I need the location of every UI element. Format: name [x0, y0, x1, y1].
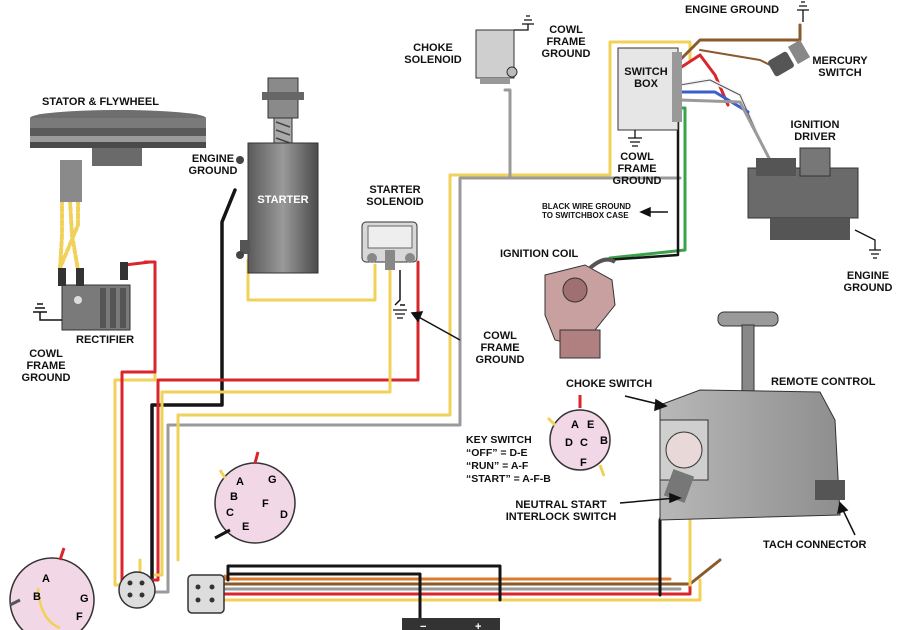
- wire-yellow-starter-solenoid: [246, 258, 377, 302]
- choke-solenoid: [475, 15, 534, 84]
- cowl-frame-ground-switchbox-line-3: GROUND: [612, 175, 662, 187]
- switch-box: [617, 47, 682, 147]
- switch-box-line-2: BOX: [634, 78, 658, 90]
- callout-arrows: [410, 206, 856, 536]
- harness-plugs: [118, 571, 225, 614]
- wire-tan-choke: [176, 40, 692, 562]
- ignition-coil: [544, 257, 617, 359]
- stator-flywheel-label: STATOR & FLYWHEEL: [42, 96, 159, 108]
- engine-ground-starter-line-1: ENGINE: [191, 153, 235, 165]
- engine-ground-starter-line-2: GROUND: [188, 165, 238, 177]
- terminal-b: B: [33, 591, 41, 603]
- ignition-coil-label: IGNITION COIL: [500, 248, 579, 260]
- starter-solenoid: [361, 221, 418, 319]
- remote-control: [659, 311, 845, 521]
- cowl-frame-ground-solenoid-line-3: GROUND: [475, 354, 525, 366]
- engine-ground-top-label: ENGINE GROUND: [684, 4, 780, 16]
- terminal-d: D: [280, 509, 288, 521]
- terminal-a: A: [236, 476, 244, 488]
- choke-solenoid-line-1: CHOKE: [413, 42, 453, 54]
- terminal-e: E: [587, 419, 594, 431]
- engine-ground-starter-label: ENGINE GROUND: [185, 153, 241, 177]
- starter-solenoid-label: STARTER SOLENOID: [360, 184, 430, 208]
- stator-flywheel: [30, 110, 206, 202]
- black-wire-note-line-2: TO SWITCHBOX CASE: [542, 211, 629, 220]
- cowl-frame-ground-solenoid-label: COWL FRAME GROUND: [470, 330, 530, 366]
- terminal-a: A: [571, 419, 579, 431]
- starter-solenoid-line-1: STARTER: [369, 184, 421, 196]
- black-wire-note-line-1: BLACK WIRE GROUND: [542, 202, 631, 211]
- engine-ground-right-label: ENGINE GROUND: [830, 270, 905, 294]
- mercury-switch-line-1: MERCURY: [812, 55, 868, 67]
- tach-connector-label: TACH CONNECTOR: [763, 539, 867, 551]
- starter-solenoid-line-2: SOLENOID: [366, 196, 424, 208]
- wire-gray-left: [138, 176, 682, 594]
- terminal-d: D: [565, 437, 573, 449]
- battery: − +: [402, 618, 500, 630]
- neutral-start-line-1: NEUTRAL START: [515, 499, 607, 511]
- cowl-frame-ground-top-label: COWL FRAME GROUND: [536, 24, 596, 60]
- neutral-start-line-2: INTERLOCK SWITCH: [505, 511, 617, 523]
- bottom-harness-bundle: [138, 558, 722, 622]
- key-switch-center: A G B F C E D: [214, 451, 296, 544]
- cowl-frame-ground-solenoid-line-1: COWL: [483, 330, 517, 342]
- terminal-a: A: [42, 573, 50, 585]
- key-switch-run: “RUN” = A-F: [466, 460, 529, 472]
- terminal-f: F: [76, 611, 83, 623]
- cowl-frame-ground-switchbox-line-2: FRAME: [617, 163, 657, 175]
- ignition-driver-line-2: DRIVER: [794, 131, 836, 143]
- mercury-switch: [768, 1, 811, 77]
- choke-solenoid-line-2: SOLENOID: [404, 54, 462, 66]
- engine-ground-right-line-2: GROUND: [843, 282, 893, 294]
- switch-box-line-1: SWITCH: [624, 66, 668, 78]
- black-wire-note: BLACK WIRE GROUND TO SWITCHBOX CASE: [542, 202, 631, 220]
- key-switch-label: KEY SWITCH “OFF” = D-E “RUN” = A-F “STAR…: [466, 434, 551, 486]
- starter-label: STARTER: [257, 194, 309, 206]
- battery-plus: +: [475, 621, 481, 630]
- key-switch-start: “START” = A-F-B: [466, 473, 551, 485]
- rectifier-label: RECTIFIER: [76, 334, 135, 346]
- cowl-frame-ground-switchbox-line-1: COWL: [620, 151, 654, 163]
- cowl-frame-ground-left-line-2: FRAME: [26, 360, 66, 372]
- remote-control-label: REMOTE CONTROL: [771, 376, 876, 388]
- key-switch-title: KEY SWITCH: [466, 434, 532, 446]
- rectifier: [33, 262, 131, 331]
- terminal-g: G: [80, 593, 89, 605]
- neutral-start-label: NEUTRAL START INTERLOCK SWITCH: [496, 499, 626, 523]
- cowl-frame-ground-left-line-1: COWL: [29, 348, 63, 360]
- wire-red-battery: [143, 260, 420, 582]
- wire-gray-choke: [503, 88, 512, 180]
- key-switch-off: “OFF” = D-E: [466, 447, 528, 459]
- terminal-f: F: [262, 498, 269, 510]
- choke-switch-label: CHOKE SWITCH: [566, 378, 653, 390]
- ignition-driver-line-1: IGNITION: [790, 119, 840, 131]
- terminal-g: G: [268, 474, 277, 486]
- terminal-b: B: [230, 491, 238, 503]
- terminal-f: F: [580, 457, 587, 469]
- cowl-frame-ground-top-line-1: COWL: [549, 24, 583, 36]
- wire-yellow-solenoid: [153, 268, 392, 577]
- cowl-frame-ground-left-line-3: GROUND: [21, 372, 71, 384]
- switch-box-label: SWITCH BOX: [618, 66, 674, 90]
- ignition-driver: [747, 147, 881, 259]
- key-switch-left: A B G F: [9, 547, 95, 630]
- starter-motor: [236, 77, 319, 274]
- terminal-c: C: [580, 437, 588, 449]
- terminal-b: B: [600, 435, 608, 447]
- ignition-driver-label: IGNITION DRIVER: [775, 119, 855, 143]
- terminal-e: E: [242, 521, 249, 533]
- cowl-frame-ground-top-line-3: GROUND: [541, 48, 591, 60]
- cowl-frame-ground-left-label: COWL FRAME GROUND: [18, 348, 74, 384]
- cowl-frame-ground-top-line-2: FRAME: [546, 36, 586, 48]
- choke-solenoid-label: CHOKE SOLENOID: [398, 42, 468, 66]
- terminal-c: C: [226, 507, 234, 519]
- cowl-frame-ground-switchbox-label: COWL FRAME GROUND: [606, 151, 668, 187]
- key-switch-remote: A E B D F C: [546, 395, 611, 477]
- engine-ground-right-line-1: ENGINE: [846, 270, 890, 282]
- mercury-switch-label: MERCURY SWITCH: [800, 55, 880, 79]
- mercury-switch-line-2: SWITCH: [818, 67, 862, 79]
- battery-minus: −: [420, 621, 426, 630]
- cowl-frame-ground-solenoid-line-2: FRAME: [480, 342, 520, 354]
